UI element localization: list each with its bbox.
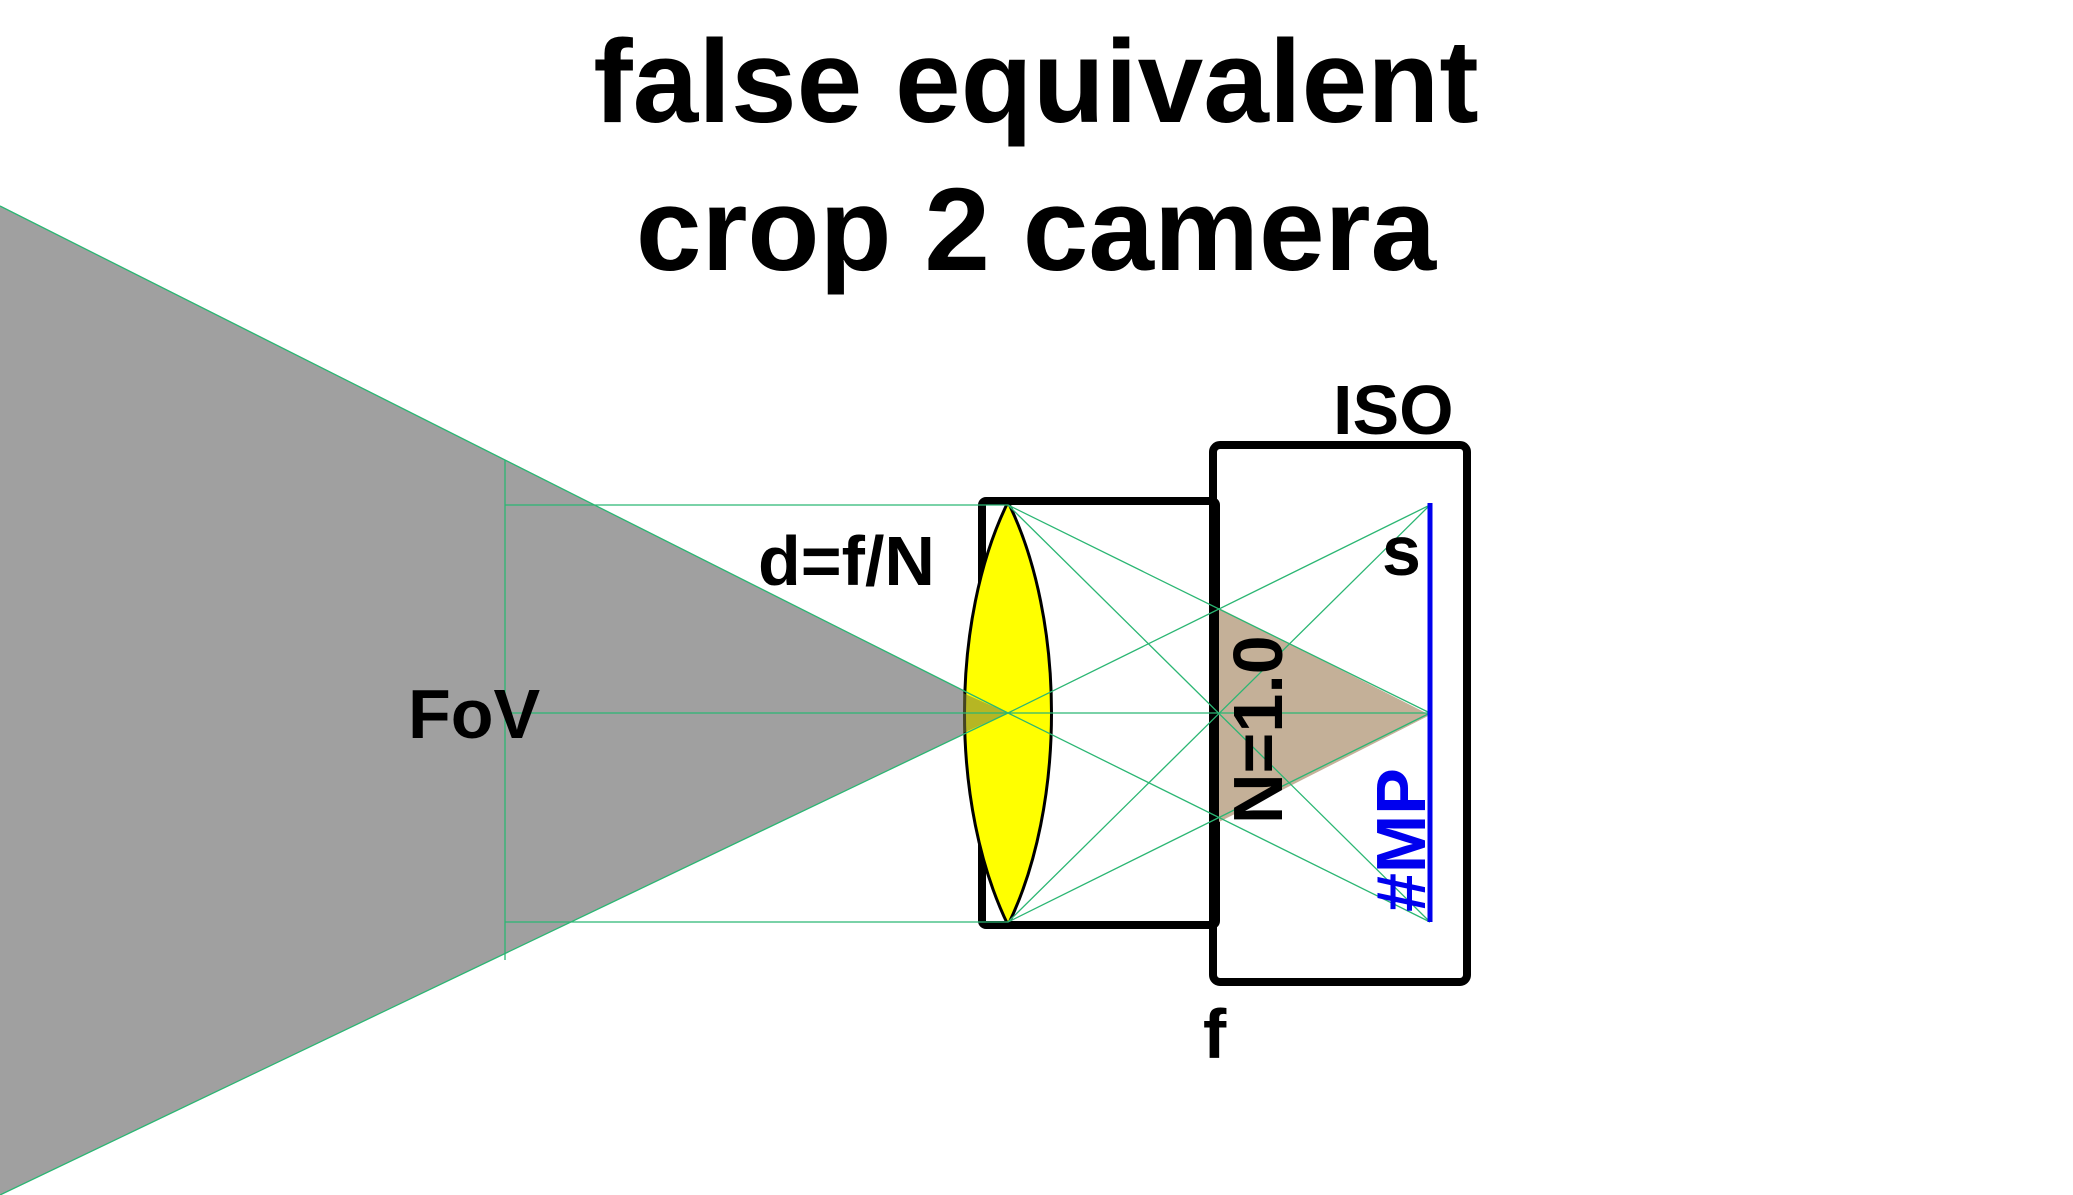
- title-line-2: crop 2 camera: [636, 164, 1438, 296]
- iso-label: ISO: [1333, 371, 1454, 449]
- ray-bottom-to-top: [1007, 504, 1431, 923]
- ray-center-to-top: [1007, 504, 1431, 714]
- megapixels-label: #MP: [1362, 768, 1440, 912]
- fov-label: FoV: [408, 675, 541, 753]
- ray-fov-lower: [0, 712, 1009, 1195]
- focal-length-label: f: [1203, 995, 1227, 1073]
- ray-fov-upper: [0, 205, 1009, 714]
- ray-center-to-bottom: [1007, 712, 1431, 923]
- f-number-label: N=1.0: [1219, 635, 1297, 824]
- field-of-view-cone: [0, 206, 1008, 1195]
- aperture-formula-label: d=f/N: [758, 522, 935, 600]
- title-line-1: false equivalent: [593, 16, 1478, 148]
- sensor-label: s: [1382, 512, 1421, 590]
- ray-lines: [0, 205, 1431, 1195]
